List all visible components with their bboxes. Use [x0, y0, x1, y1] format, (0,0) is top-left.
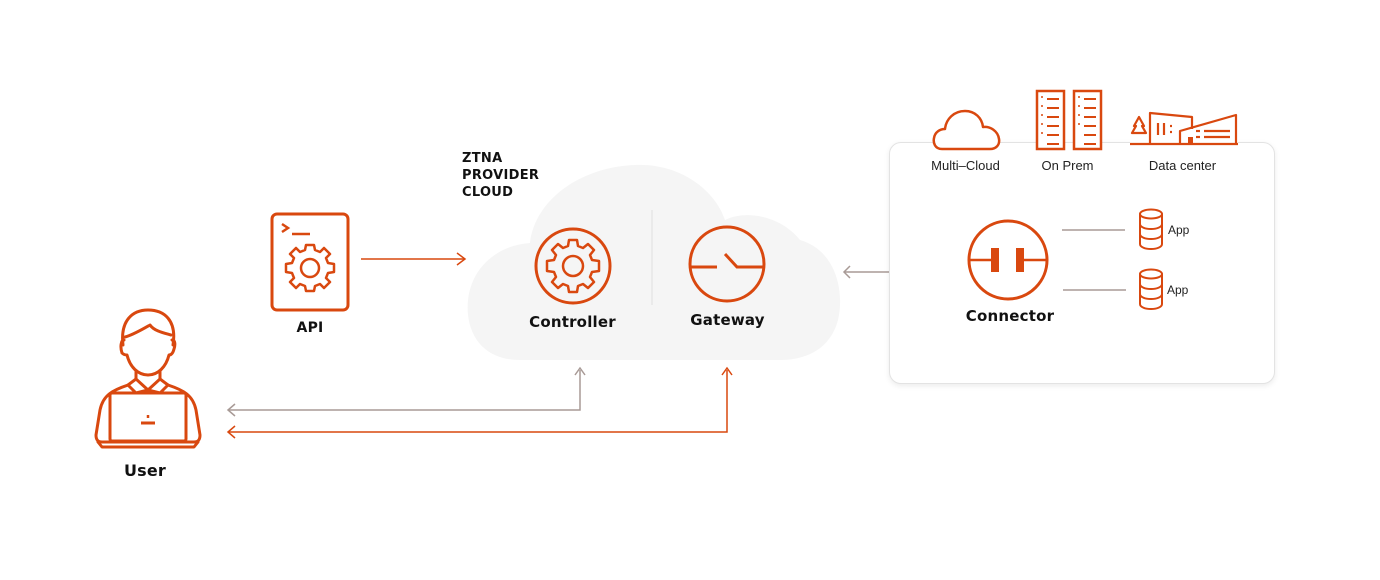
- multi-cloud-label: Multi–Cloud: [931, 158, 1000, 173]
- api-label: API: [296, 320, 324, 336]
- data-center-label: Data center: [1148, 158, 1217, 173]
- api-node[interactable]: API: [265, 210, 355, 340]
- gateway-to-user-arrow: [226, 366, 733, 439]
- gateway-switch-icon: [688, 225, 766, 303]
- user-node[interactable]: User: [85, 305, 210, 485]
- connector-app-lines: [1062, 229, 1126, 291]
- controller-to-user-arrow: [226, 366, 586, 417]
- controller-node[interactable]: Controller: [510, 220, 635, 335]
- server-rack-icon: [1035, 89, 1103, 151]
- app-label: App: [1167, 283, 1189, 297]
- app-label: App: [1168, 223, 1190, 237]
- cloud-title-line: PROVIDER: [462, 168, 540, 183]
- user-laptop-icon: [94, 308, 202, 449]
- cloud-title: ZTNA PROVIDER CLOUD: [462, 150, 539, 201]
- cloud-title-line: ZTNA: [462, 151, 503, 166]
- connector-node[interactable]: Connector: [955, 215, 1075, 330]
- environment-on-prem: On Prem: [1030, 88, 1105, 175]
- user-label: User: [123, 461, 167, 480]
- gear-circle-icon: [534, 227, 612, 305]
- cloud-icon: [932, 109, 1001, 151]
- connector-plug-icon: [967, 219, 1049, 301]
- database-icon: [1139, 268, 1163, 311]
- on-prem-label: On Prem: [1041, 158, 1094, 173]
- data-center-building-icon: [1130, 109, 1238, 149]
- environment-data-center: Data center: [1125, 105, 1240, 175]
- app-item[interactable]: App: [1135, 208, 1205, 253]
- cloud-title-line: CLOUD: [462, 185, 514, 200]
- ztna-cloud-shape: [467, 164, 841, 360]
- api-to-cloud-arrow: [361, 252, 467, 266]
- environment-multi-cloud: Multi–Cloud: [918, 105, 1013, 175]
- connector-label: Connector: [965, 307, 1055, 325]
- api-doc-gear-icon: [270, 212, 350, 312]
- gateway-label: Gateway: [690, 311, 765, 329]
- gateway-node[interactable]: Gateway: [665, 220, 790, 335]
- database-icon: [1139, 208, 1163, 251]
- controller-label: Controller: [529, 313, 616, 331]
- private-network-panel: [889, 142, 1275, 384]
- app-item[interactable]: App: [1135, 268, 1205, 313]
